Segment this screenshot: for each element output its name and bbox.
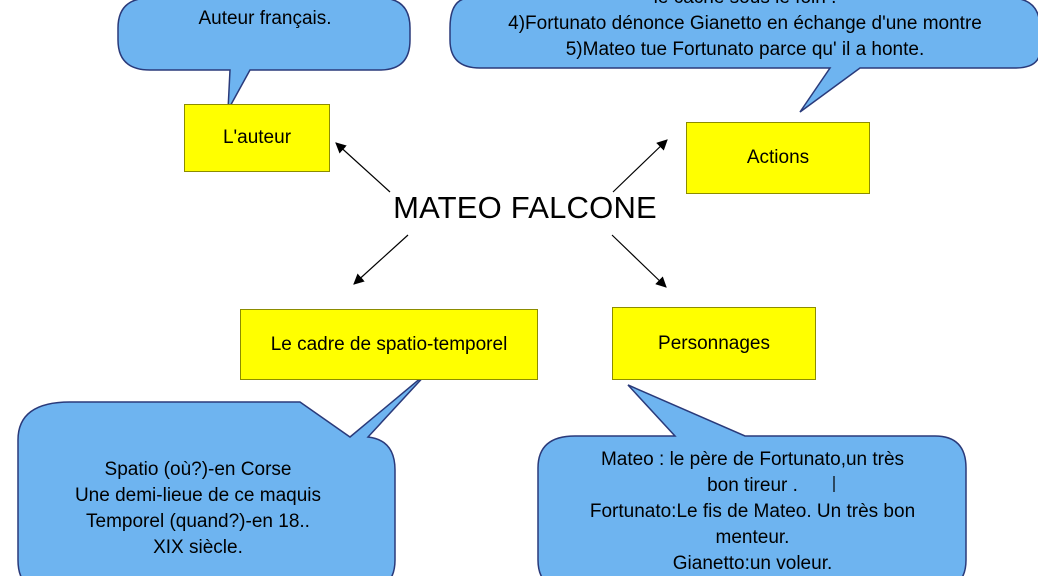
node-cadre[interactable]: Le cadre de spatio-temporel [240,309,538,380]
callout-auteur-text: Auteur français. [120,6,410,32]
node-personnages[interactable]: Personnages [612,307,816,380]
callout-cadre-line: XIX siècle. [153,537,243,558]
callout-actions-line: le cache sous le foin . [450,0,1038,11]
node-actions[interactable]: Actions [686,122,870,194]
arrow-to-cadre [353,234,409,285]
node-auteur[interactable]: L'auteur [184,104,330,172]
callout-personnages-line: Gianetto:un voleur. [672,553,833,574]
callout-personnages-text: Mateo : le père de Fortunato,un très bon… [540,447,965,577]
arrow-to-actions [612,139,668,193]
arrow-to-auteur [335,142,391,193]
callout-cadre-text: Spatio (où?)-en Corse Une demi-lieue de … [18,457,378,561]
callout-cadre-line: Temporel (quand?)-en 18.. [86,511,310,532]
callout-personnages-line: Fortunato:Le fis de Mateo. Un très bon [589,501,916,522]
callout-personnages-bubble [537,384,967,576]
callout-actions-line: 4)Fortunato dénonce Gianetto en échange … [508,13,982,34]
callout-auteur-line: Auteur français. [198,8,332,29]
callout-cadre-line: Une demi-lieue de ce maquis [74,485,322,506]
callout-actions-line: 5)Mateo tue Fortunato parce qu' il a hon… [565,39,925,60]
callout-auteur-bubble [117,0,411,111]
callout-actions-text: le cache sous le foin . 4)Fortunato déno… [450,0,1038,63]
arrow-to-personnages [611,234,667,288]
callout-personnages-line: Mateo : le père de Fortunato,un très [600,449,905,470]
central-title: MATEO FALCONE [393,190,657,225]
callout-personnages-line: menteur. [715,527,790,548]
callout-cadre-bubble [17,371,429,576]
callout-cadre-line: Spatio (où?)-en Corse [104,459,292,480]
callout-personnages-line: bon tireur . [707,475,798,496]
